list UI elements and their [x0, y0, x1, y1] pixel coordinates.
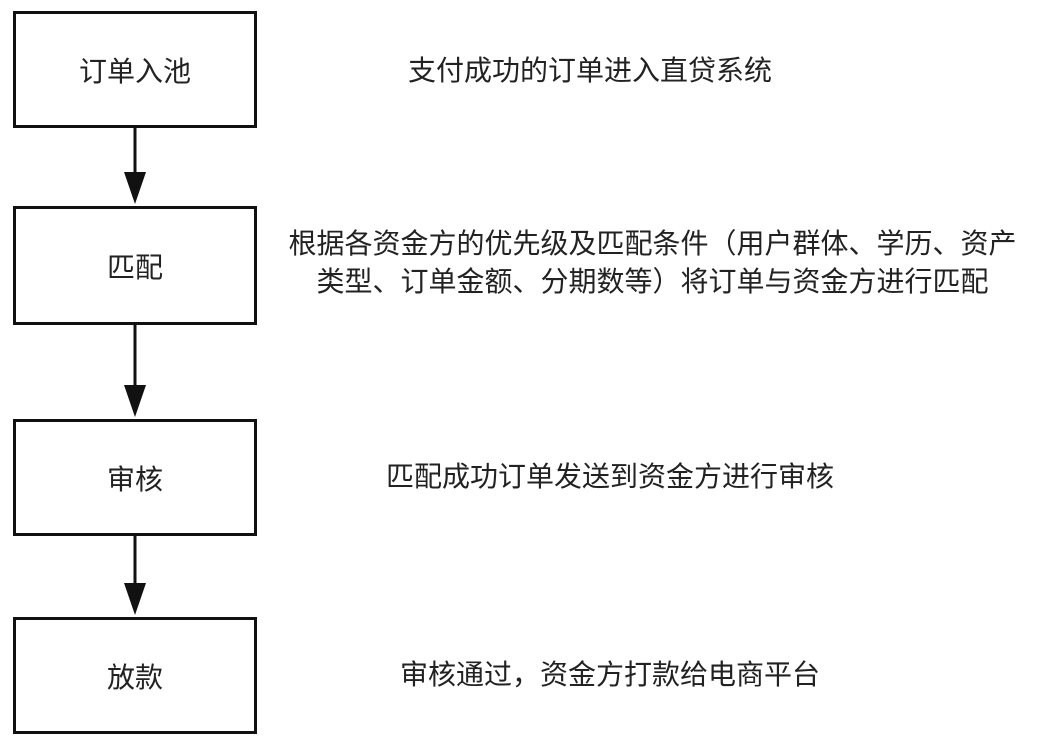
step-label: 审核 [106, 462, 163, 496]
step-box-matching: 匹配 [13, 206, 257, 325]
step-label: 匹配 [106, 250, 163, 284]
step-label: 放款 [106, 660, 163, 694]
step-description-matching: 根据各资金方的优先级及匹配条件（用户群体、学历、资产 类型、订单金额、分期数等）… [265, 225, 1040, 301]
arrow-1-to-2 [124, 128, 146, 204]
step-description-review: 匹配成功订单发送到资金方进行审核 [310, 458, 910, 496]
step-box-order-pool: 订单入池 [13, 11, 257, 128]
step-description-order-pool: 支付成功的订单进入直贷系统 [290, 52, 890, 90]
step-box-review: 审核 [13, 419, 257, 536]
description-line: 匹配成功订单发送到资金方进行审核 [385, 460, 834, 493]
arrow-3-to-4 [124, 536, 146, 615]
arrow-2-to-3 [124, 325, 146, 417]
description-line: 根据各资金方的优先级及匹配条件（用户群体、学历、资产 [288, 227, 1017, 260]
description-line: 支付成功的订单进入直贷系统 [407, 54, 772, 87]
step-box-disbursement: 放款 [13, 617, 257, 734]
description-line: 审核通过，资金方打款给电商平台 [399, 658, 820, 691]
description-line: 类型、订单金额、分期数等）将订单与资金方进行匹配 [316, 265, 989, 298]
step-label: 订单入池 [78, 54, 191, 88]
step-description-disbursement: 审核通过，资金方打款给电商平台 [310, 656, 910, 694]
